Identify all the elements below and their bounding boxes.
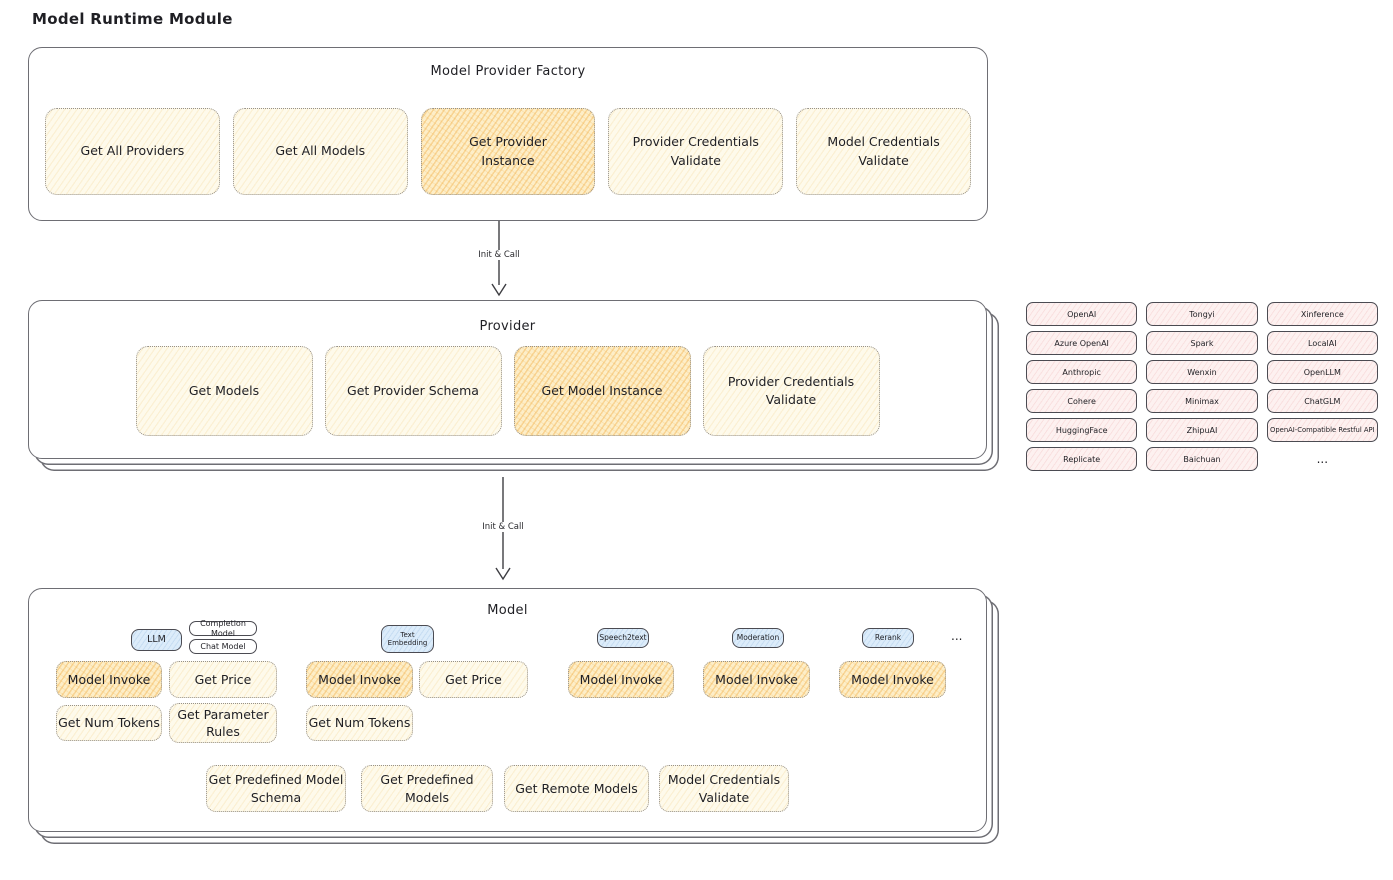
provider-zhipuai: ZhipuAI xyxy=(1146,418,1258,442)
fn-get-predefined-model-schema: Get Predefined Model Schema xyxy=(206,765,346,812)
model-title: Model xyxy=(487,603,528,618)
fn-embedding-get-price: Get Price xyxy=(419,661,528,698)
model-box: Model LLM Completion Model Chat Model Te… xyxy=(28,588,987,832)
arrow-provider-to-model: Init & Call xyxy=(479,477,527,581)
fn-speech2text-model-invoke: Model Invoke xyxy=(568,661,674,698)
page-title: Model Runtime Module xyxy=(32,10,233,28)
arrow-factory-to-provider: Init & Call xyxy=(475,221,523,297)
provider-xinference: Xinference xyxy=(1266,302,1378,326)
provider-anthropic: Anthropic xyxy=(1026,360,1138,384)
fn-llm-get-price: Get Price xyxy=(169,661,277,698)
providers-grid-col-3: Xinference LocalAI OpenLLM ChatGLM OpenA… xyxy=(1266,302,1378,471)
tag-text-embedding: Text Embedding xyxy=(381,625,434,653)
provider-item-provider-credentials-validate: Provider Credentials Validate xyxy=(702,346,880,436)
factory-title: Model Provider Factory xyxy=(430,64,586,79)
providers-grid-col-2: Tongyi Spark Wenxin Minimax ZhipuAI Baic… xyxy=(1146,302,1258,471)
fn-llm-get-num-tokens: Get Num Tokens xyxy=(56,705,162,741)
factory-item-provider-credentials-validate: Provider Credentials Validate xyxy=(608,108,784,195)
providers-grid-ellipsis: ... xyxy=(1316,452,1329,466)
provider-minimax: Minimax xyxy=(1146,389,1258,413)
fn-get-predefined-models: Get Predefined Models xyxy=(361,765,493,812)
tag-speech2text: Speech2text xyxy=(597,628,649,648)
tag-moderation: Moderation xyxy=(732,628,784,648)
factory-item-get-all-providers: Get All Providers xyxy=(45,108,220,195)
factory-item-get-provider-instance: Get Provider Instance xyxy=(420,108,596,195)
factory-item-get-all-models: Get All Models xyxy=(232,108,408,195)
provider-localai: LocalAI xyxy=(1266,331,1378,355)
tag-llm: LLM xyxy=(131,629,182,651)
factory-item-model-credentials-validate: Model Credentials Validate xyxy=(796,108,971,195)
tag-rerank: Rerank xyxy=(862,628,914,648)
provider-openai: OpenAI xyxy=(1026,302,1138,326)
factory-box: Model Provider Factory Get All Providers… xyxy=(28,47,988,221)
arrow-label-init-call: Init & Call xyxy=(475,250,523,260)
provider-item-get-provider-schema: Get Provider Schema xyxy=(324,346,502,436)
fn-get-remote-models: Get Remote Models xyxy=(504,765,649,812)
provider-wenxin: Wenxin xyxy=(1146,360,1258,384)
provider-tongyi: Tongyi xyxy=(1146,302,1258,326)
fn-moderation-model-invoke: Model Invoke xyxy=(703,661,810,698)
providers-grid: OpenAI Azure OpenAI Anthropic Cohere Hug… xyxy=(1026,302,1378,471)
fn-llm-get-parameter-rules: Get Parameter Rules xyxy=(169,703,277,743)
provider-title: Provider xyxy=(479,319,536,334)
provider-cohere: Cohere xyxy=(1026,389,1138,413)
provider-box: Provider Get Models Get Provider Schema … xyxy=(28,300,987,459)
fn-embedding-model-invoke: Model Invoke xyxy=(306,661,413,698)
provider-huggingface: HuggingFace xyxy=(1026,418,1138,442)
tag-completion-model: Completion Model xyxy=(189,619,257,638)
arrow-label-init-call: Init & Call xyxy=(479,522,527,532)
fn-model-credentials-validate: Model Credentials Validate xyxy=(659,765,789,812)
provider-replicate: Replicate xyxy=(1026,447,1138,471)
provider-item-get-model-instance: Get Model Instance xyxy=(513,346,691,436)
provider-baichuan: Baichuan xyxy=(1146,447,1258,471)
fn-llm-model-invoke: Model Invoke xyxy=(56,661,162,698)
provider-chatglm: ChatGLM xyxy=(1266,389,1378,413)
provider-openai-compatible: OpenAI-Compatible Restful API xyxy=(1266,418,1378,442)
fn-embedding-get-num-tokens: Get Num Tokens xyxy=(306,705,413,741)
provider-spark: Spark xyxy=(1146,331,1258,355)
providers-grid-col-1: OpenAI Azure OpenAI Anthropic Cohere Hug… xyxy=(1026,302,1138,471)
provider-item-get-models: Get Models xyxy=(135,346,313,436)
tags-ellipsis: ... xyxy=(951,629,963,643)
tag-chat-model: Chat Model xyxy=(189,639,257,654)
provider-azure-openai: Azure OpenAI xyxy=(1026,331,1138,355)
provider-openllm: OpenLLM xyxy=(1266,360,1378,384)
fn-rerank-model-invoke: Model Invoke xyxy=(839,661,946,698)
